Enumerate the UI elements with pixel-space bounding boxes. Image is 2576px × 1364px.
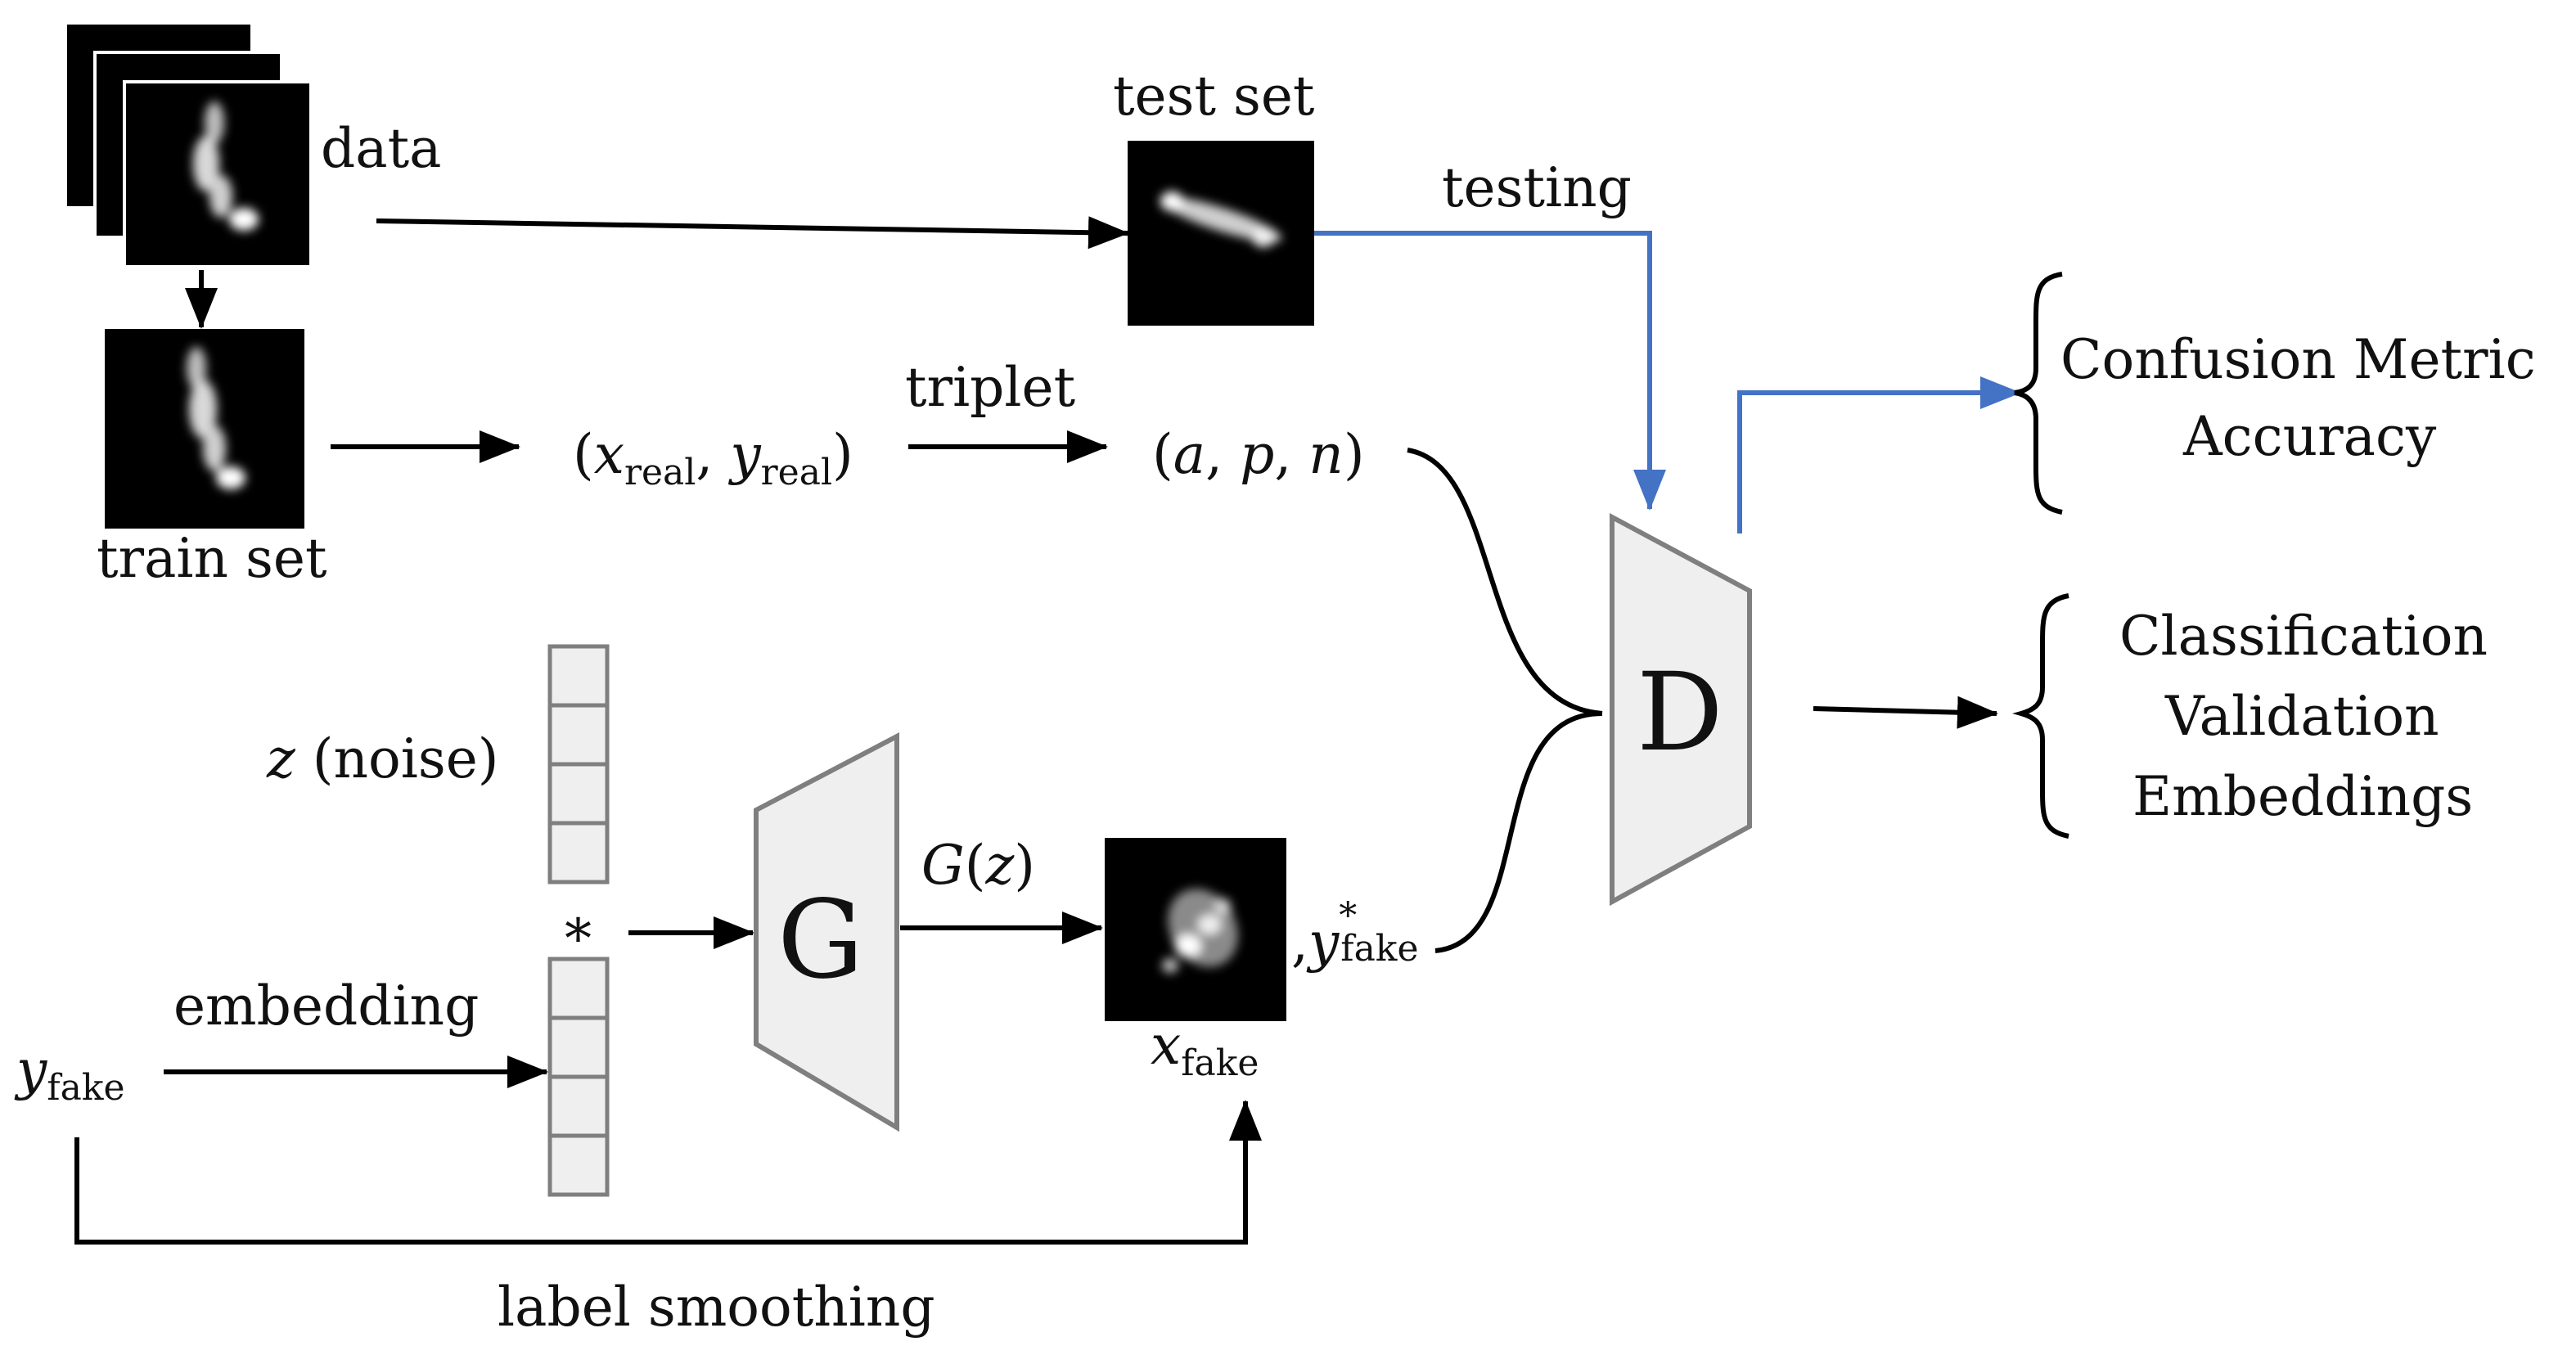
discriminator-to-train-results-arrow <box>1813 696 1998 729</box>
data-label: data <box>321 117 441 180</box>
data-to-test-arrow <box>376 216 1129 250</box>
noise-vector <box>547 644 610 885</box>
test-set-label: test set <box>1113 65 1314 128</box>
discriminator-to-test-results-arrow <box>1737 376 2021 533</box>
discriminator-block <box>1610 512 1752 907</box>
test-results-brace <box>2014 272 2063 515</box>
x-fake-label: xfake <box>1151 1014 1259 1084</box>
embedding-label: embedding <box>173 975 479 1038</box>
label-smoothing-label: label smoothing <box>498 1276 935 1339</box>
generator-label: G <box>777 877 863 1003</box>
train-set-label: train set <box>97 527 327 590</box>
train-results-brace <box>2012 593 2069 839</box>
data-image-stack <box>64 21 313 268</box>
label-smoothing-arrow <box>74 1100 1262 1245</box>
data-sample-blob <box>193 101 259 231</box>
noise-label: z (noise) <box>266 727 499 790</box>
triplet-tuple-label: (a, p, n) <box>1152 423 1365 486</box>
discriminator-label: D <box>1637 650 1723 776</box>
triplet-label: triplet <box>905 356 1075 419</box>
y-fake-label: yfake <box>14 1038 125 1109</box>
test-result-confusion-metric: Confusion Metric <box>2060 328 2536 391</box>
triplet-to-discriminator-curve <box>1407 448 1603 716</box>
real-pair-label: (xreal, yreal) <box>573 423 853 493</box>
test-set-image <box>1128 141 1314 326</box>
embedding-vector <box>547 957 610 1197</box>
generator-block <box>754 732 899 1132</box>
train-result-classification: Classification <box>2119 605 2488 668</box>
train-result-validation: Validation <box>2164 685 2439 748</box>
train-result-embeddings: Embeddings <box>2132 765 2473 828</box>
train-set-image <box>105 329 304 529</box>
test-result-accuracy: Accuracy <box>2182 405 2437 468</box>
testing-arrow <box>1314 231 1666 511</box>
fake-to-discriminator-curve <box>1434 711 1603 953</box>
fake-image <box>1105 838 1286 1021</box>
gen-output-label: G(z) <box>921 834 1035 897</box>
testing-label: testing <box>1442 156 1632 219</box>
y-fake-star-label: ,y*fake <box>1291 895 1419 974</box>
